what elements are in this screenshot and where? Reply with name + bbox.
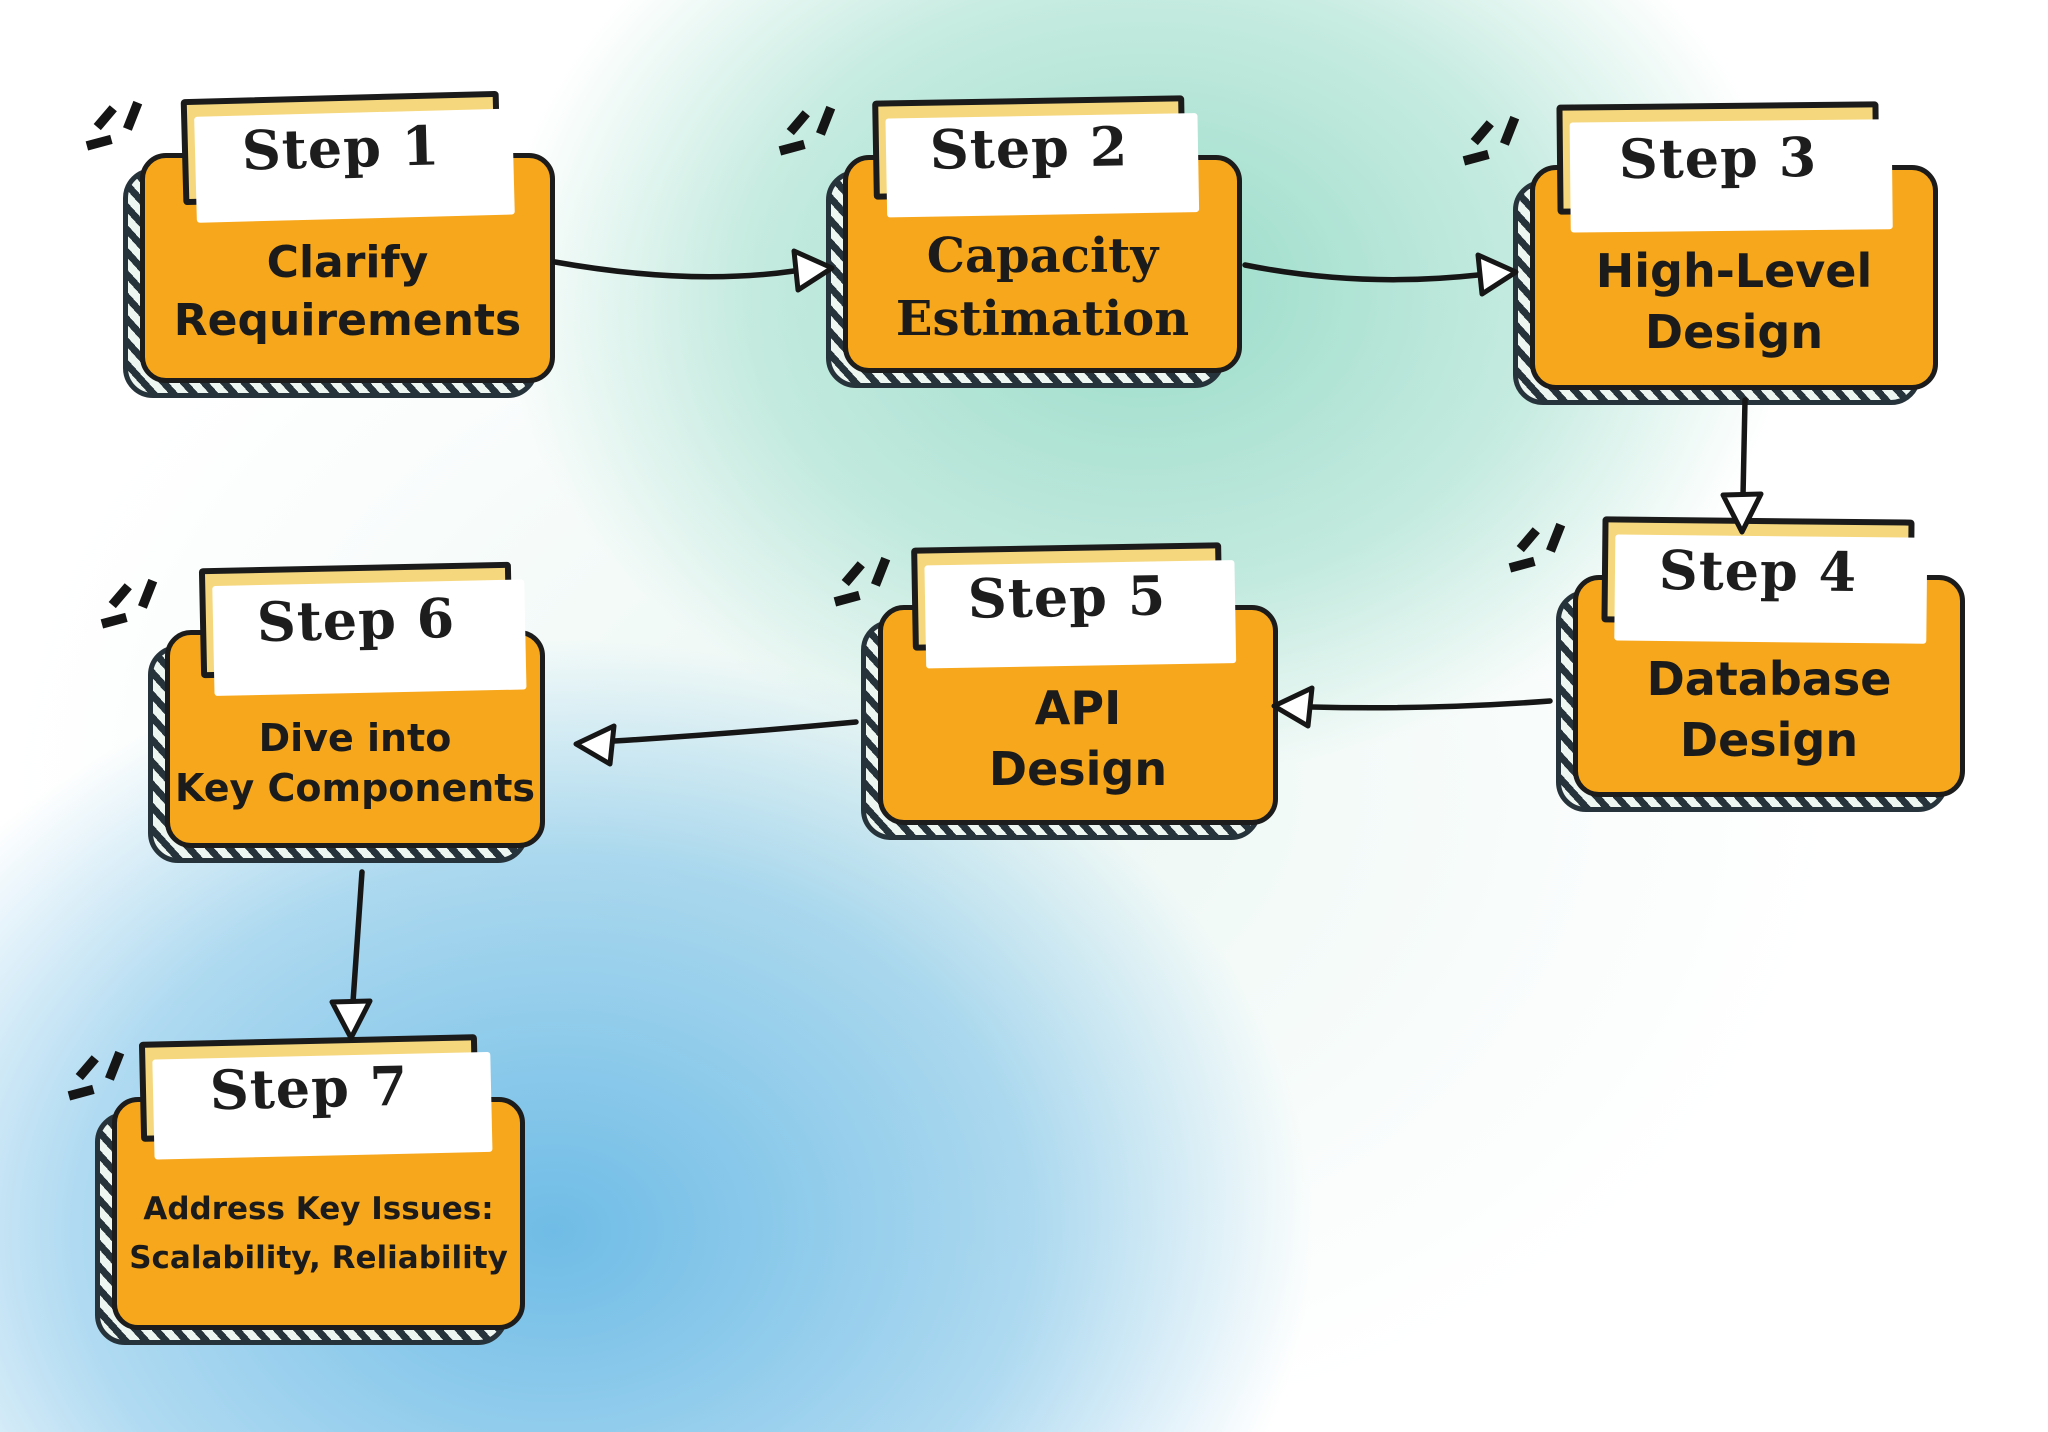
step-3-label: Step 3 — [1556, 101, 1880, 215]
step-5-node: API Design Step 5 — [833, 542, 1278, 840]
sparkle-icon — [833, 556, 891, 607]
step-3-line-1: High-Level — [1595, 243, 1873, 298]
step-4-label-text: Step 4 — [1658, 537, 1858, 605]
step-2-line-2: Estimation — [895, 291, 1190, 347]
arrow-step1-to-step2 — [552, 248, 835, 293]
step-5-text: API Design — [883, 630, 1273, 799]
step-1-text: Clarify Requirements — [145, 186, 550, 350]
step-3-label-text: Step 3 — [1618, 124, 1818, 192]
sparkle-icon — [1462, 115, 1520, 166]
step-2-line-1: Capacity — [926, 227, 1159, 284]
step-3-node: High-Level Design Step 3 — [1462, 101, 1938, 405]
step-7-node: Address Key Issues: Scalability, Reliabi… — [67, 1034, 525, 1345]
step-5-label-text: Step 5 — [967, 562, 1167, 631]
step-2-label: Step 2 — [872, 95, 1186, 200]
sparkle-icon — [85, 100, 143, 151]
step-4-line-1: Database — [1646, 652, 1892, 707]
step-6-line-2: Key Components — [174, 766, 536, 810]
arrow-step6-to-step7 — [329, 869, 373, 1041]
step-4-node: Database Design Step 4 — [1508, 516, 1965, 812]
step-1-line-2: Requirements — [173, 295, 522, 346]
step-5-line-1: API — [1034, 681, 1122, 736]
step-3-text: High-Level Design — [1535, 193, 1933, 362]
step-5-line-2: Design — [988, 742, 1168, 796]
step-1-label: Step 1 — [180, 90, 502, 206]
arrow-step5-to-step6 — [573, 719, 859, 767]
step-6-label-text: Step 6 — [256, 585, 456, 655]
arrow-step2-to-step3 — [1242, 252, 1519, 297]
step-6-node: Dive into Key Components Step 6 — [100, 561, 545, 863]
sparkle-icon — [100, 578, 158, 629]
step-7-line-1: Address Key Issues: — [143, 1191, 494, 1228]
step-2-label-text: Step 2 — [929, 113, 1129, 182]
step-1-label-text: Step 1 — [240, 113, 442, 183]
step-4-label: Step 4 — [1601, 516, 1915, 626]
sparkle-icon — [67, 1050, 125, 1101]
step-4-line-2: Design — [1679, 713, 1859, 767]
step-6-line-1: Dive into — [258, 715, 452, 760]
arrow-step4-to-step5 — [1271, 685, 1553, 729]
step-3-line-2: Design — [1644, 304, 1824, 359]
step-7-text: Address Key Issues: Scalability, Reliabi… — [117, 1145, 520, 1281]
step-2-text: Capacity Estimation — [848, 177, 1237, 352]
step-7-label-text: Step 7 — [209, 1053, 409, 1123]
step-2-node: Capacity Estimation Step 2 — [778, 95, 1242, 388]
sparkle-icon — [778, 105, 836, 156]
arrow-step3-to-step4 — [1720, 397, 1764, 535]
step-6-text: Dive into Key Components — [170, 665, 540, 813]
step-1-node: Clarify Requirements Step 1 — [85, 90, 555, 398]
step-7-label: Step 7 — [138, 1034, 480, 1142]
step-7-line-2: Scalability, Reliability — [129, 1239, 508, 1276]
step-4-text: Database Design — [1578, 601, 1960, 770]
step-6-label: Step 6 — [198, 561, 514, 679]
step-1-line-1: Clarify — [266, 236, 429, 288]
sparkle-icon — [1508, 522, 1566, 573]
step-5-label: Step 5 — [911, 542, 1223, 651]
